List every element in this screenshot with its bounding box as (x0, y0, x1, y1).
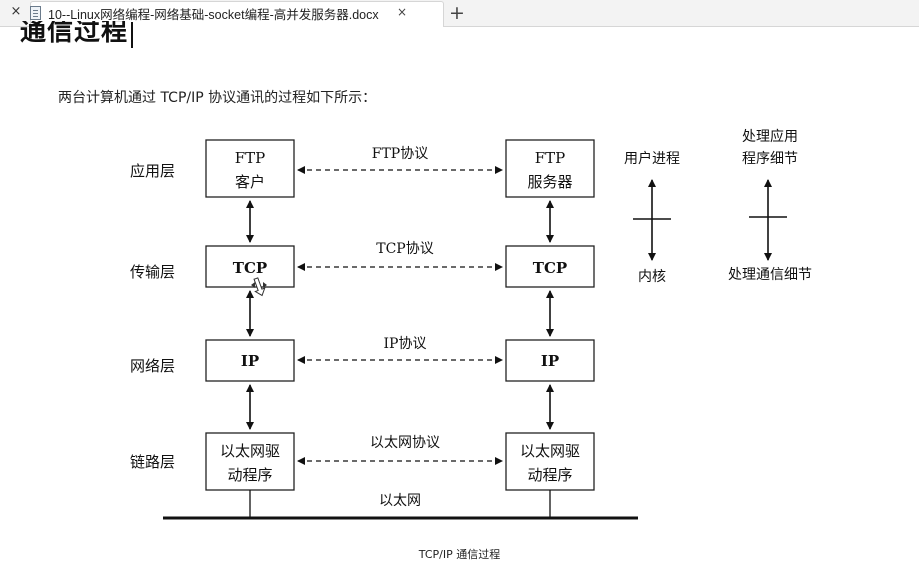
close-icon[interactable]: × (10, 4, 22, 19)
right-box-link-line2: 动程序 (527, 466, 572, 484)
tab-close-icon[interactable]: × (396, 5, 408, 19)
left-box-network (205, 339, 295, 382)
layer-label-network: 网络层 (130, 357, 175, 375)
right-box-application-line2: 服务器 (527, 173, 572, 191)
left-box-network-label: IP (241, 352, 259, 370)
protocol-label-ip: IP协议 (384, 336, 427, 352)
section-heading: 通信过程 (20, 21, 129, 47)
legend-user-process: 用户进程 (624, 150, 680, 167)
left-box-link-line2: 动程序 (227, 466, 272, 484)
legend-app-detail-line1: 处理应用 (742, 128, 798, 145)
left-box-transport (205, 245, 295, 288)
right-box-network (505, 339, 595, 382)
left-box-transport-label: TCP (233, 259, 267, 277)
right-box-link-line1: 以太网驱 (520, 442, 580, 460)
document-icon (30, 6, 41, 20)
layer-label-transport: 传输层 (130, 263, 175, 281)
left-box-link (205, 432, 295, 491)
left-box-link-line1: 以太网驱 (220, 442, 280, 460)
right-box-transport-label: TCP (533, 259, 567, 277)
tab-title[interactable]: 10--Linux网络编程-网络基础-socket编程-高并发服务器.docx (48, 8, 379, 22)
protocol-label-tcp: TCP协议 (376, 241, 433, 257)
right-box-link (505, 432, 595, 491)
ethernet-bus-label: 以太网 (379, 493, 421, 509)
body-paragraph: 两台计算机通过 TCP/IP 协议通讯的过程如下所示： (58, 90, 377, 106)
right-box-transport (505, 245, 595, 288)
legend-app-detail-line2: 程序细节 (742, 151, 798, 167)
left-box-application-line1: FTP (235, 149, 266, 167)
left-box-application (205, 139, 295, 198)
protocol-label-ethernet: 以太网协议 (370, 435, 440, 451)
new-tab-button[interactable]: + (449, 2, 465, 24)
document-tab[interactable] (30, 1, 444, 27)
move-cursor-icon (251, 277, 267, 297)
protocol-label-ftp: FTP协议 (372, 146, 428, 162)
text-caret (131, 22, 133, 48)
right-box-application-line1: FTP (535, 149, 566, 167)
layer-label-link: 链路层 (130, 453, 175, 471)
layer-label-application: 应用层 (130, 162, 175, 180)
legend-kernel: 内核 (638, 269, 666, 285)
tab-bar: × 10--Linux网络编程-网络基础-socket编程-高并发服务器.doc… (0, 0, 919, 27)
right-box-application (505, 139, 595, 198)
right-box-network-label: IP (541, 352, 559, 370)
left-box-application-line2: 客户 (235, 173, 265, 191)
legend-comm-detail: 处理通信细节 (728, 267, 812, 283)
figure-caption: TCP/IP 通信过程 (418, 548, 501, 561)
